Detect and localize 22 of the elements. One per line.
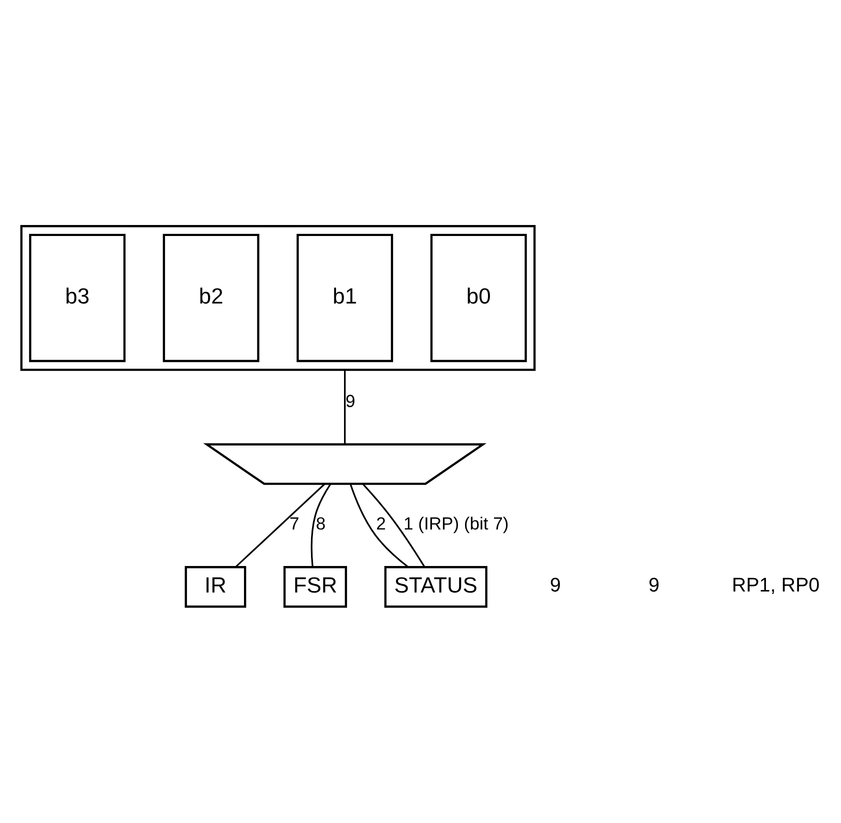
- connector: [344, 369, 346, 444]
- edge-label: 8: [316, 513, 326, 534]
- edge-label: 7: [290, 513, 300, 534]
- label: 9: [550, 574, 561, 596]
- label: RP1, RP0: [732, 574, 820, 596]
- node-box: b2: [162, 233, 260, 362]
- node-box: FSR: [283, 566, 348, 608]
- edge-label: 2: [376, 513, 386, 534]
- edge-label: 1 (IRP) (bit 7): [404, 513, 509, 534]
- node-box: IR: [184, 566, 246, 608]
- label: 9: [648, 574, 660, 596]
- node-box: b0: [430, 233, 527, 362]
- connector: [235, 482, 326, 568]
- cluster: [20, 224, 536, 370]
- edge-label: 9: [345, 390, 356, 410]
- node-trapezoid: [203, 442, 487, 484]
- node-box: STATUS: [384, 566, 488, 608]
- node-box: b1: [296, 233, 394, 362]
- node-box: b3: [29, 233, 126, 362]
- connector: [310, 483, 332, 567]
- connector: [350, 483, 409, 568]
- connector: [362, 483, 426, 568]
